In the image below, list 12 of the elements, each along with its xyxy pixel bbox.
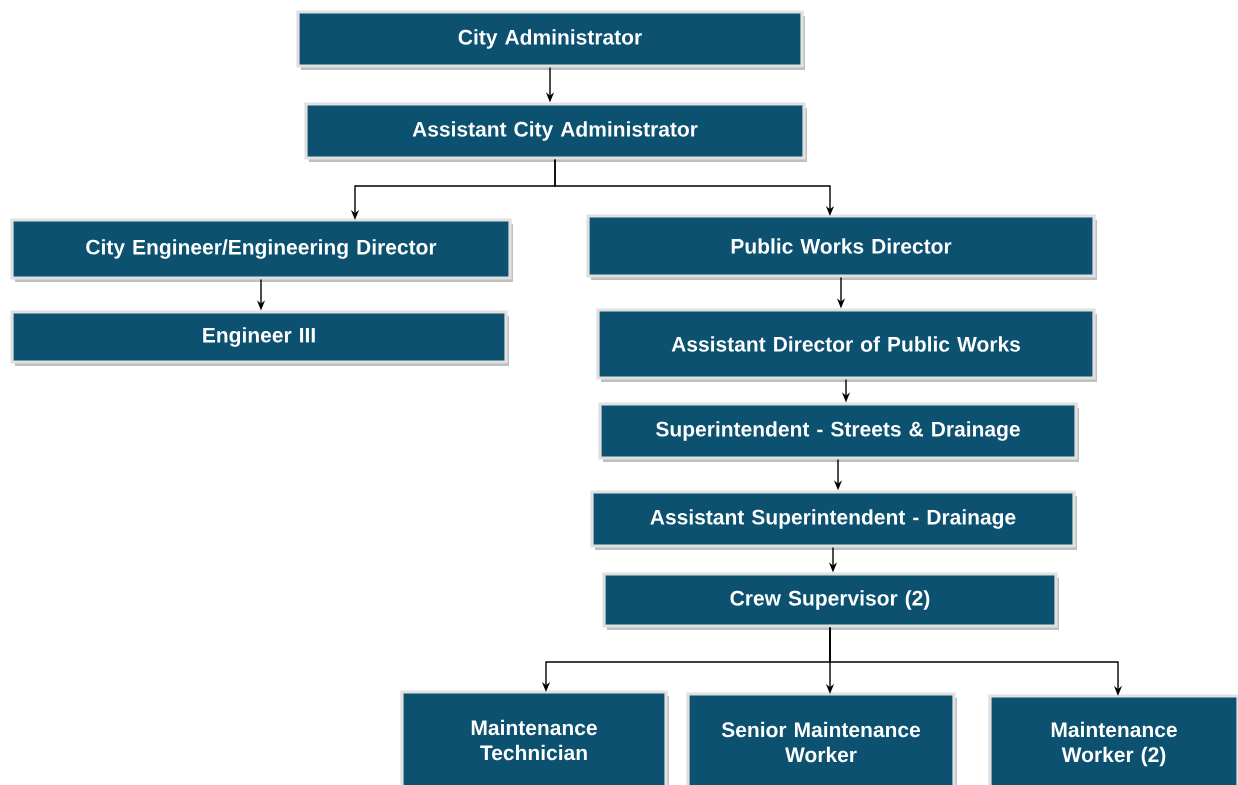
org-box: Maintenance Technician xyxy=(400,690,668,785)
org-box: Maintenance Worker (2) xyxy=(988,694,1238,785)
org-box: Engineer III xyxy=(10,310,508,364)
org-box: Crew Supervisor (2) xyxy=(602,572,1058,628)
org-box: Senior Maintenance Worker xyxy=(686,692,956,785)
org-box: Assistant City Administrator xyxy=(304,102,806,160)
org-box: Assistant Director of Public Works xyxy=(596,308,1096,380)
org-box: City Administrator xyxy=(296,10,804,68)
org-box: Superintendent - Streets & Drainage xyxy=(598,402,1078,460)
org-box: Public Works Director xyxy=(586,214,1096,278)
org-box: Assistant Superintendent - Drainage xyxy=(590,490,1076,548)
org-box: City Engineer/Engineering Director xyxy=(10,218,512,280)
